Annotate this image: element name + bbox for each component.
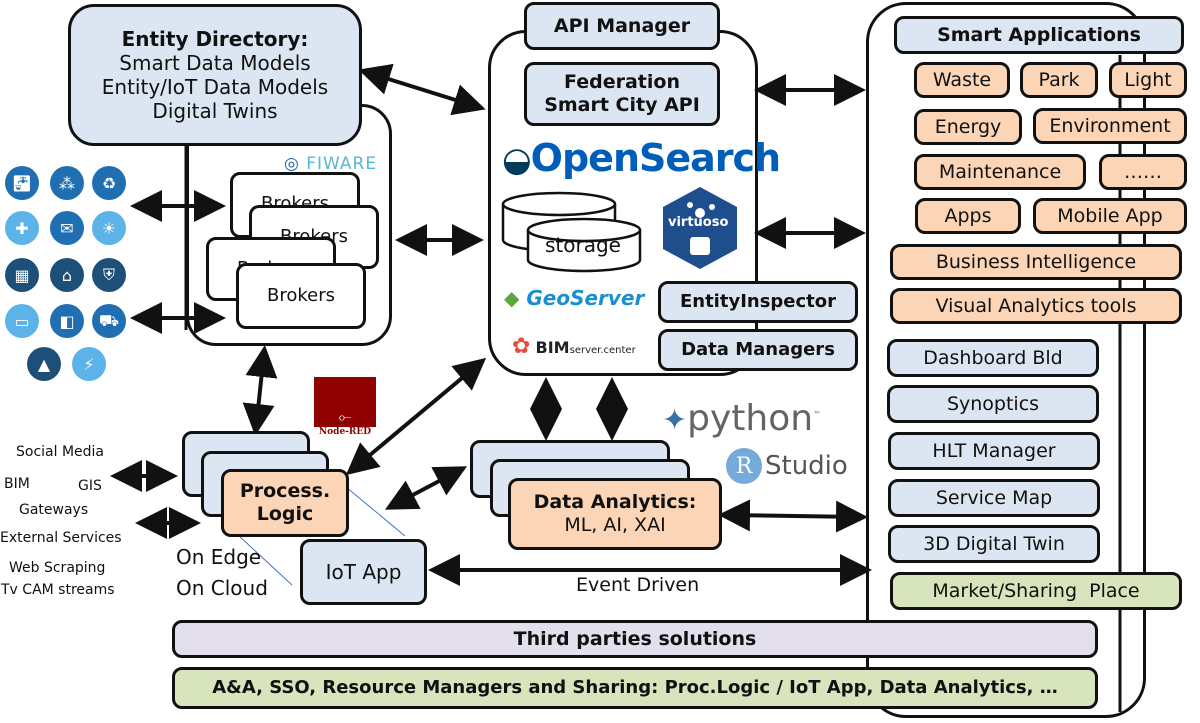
data-managers-box[interactable]: Data Managers [658,329,858,371]
tool-service-map[interactable]: Service Map [888,479,1100,517]
smart-home-icon: ⌂ [50,258,84,292]
graduation-cap-icon: ▲ [27,347,61,381]
node-red-flow-icon: ⟜ [338,407,352,426]
opensearch-logo: ◒OpenSearch [502,136,781,180]
api-manager-box[interactable]: API Manager [524,2,720,50]
source-gateways: Gateways [19,502,89,518]
app-park[interactable]: Park [1020,62,1098,98]
lightbulb-icon: ☀ [92,211,126,245]
laptop-icon: ▭ [5,304,39,338]
network-icon: ⁂ [50,166,84,200]
rstudio-r-icon: R [726,448,762,484]
visual-analytics-box[interactable]: Visual Analytics tools [890,288,1182,324]
source-external-services: External Services [0,530,122,546]
source-tv-cam-streams: Tv CAM streams [1,582,115,598]
on-edge-label: On Edge [176,545,262,569]
app-environment[interactable]: Environment [1033,108,1187,144]
aaa-sso-bar[interactable]: A&A, SSO, Resource Managers and Sharing:… [172,667,1098,709]
tool-3d-digital-twin[interactable]: 3D Digital Twin [888,525,1100,563]
storage-icon [501,191,642,273]
app-light[interactable]: Light [1109,62,1187,98]
app-waste[interactable]: Waste [914,62,1010,98]
opensearch-swirl-icon: ◒ [502,140,532,180]
bimserver-rings-icon: ✿ [512,334,531,359]
tool-synoptics[interactable]: Synoptics [887,385,1099,423]
arrow-analytics-apps [718,499,868,533]
recycle-icon: ♻ [92,166,126,200]
tool-hlt-manager[interactable]: HLT Manager [888,432,1100,470]
python-snake-icon: ✦ [662,403,688,438]
energy-bolt-icon: ⚡ [72,347,106,381]
arrow-core-process [345,357,487,476]
on-cloud-label: On Cloud [176,576,268,600]
entity-inspector-box[interactable]: EntityInspector [658,281,858,323]
node-red-logo: ⟜ Node-RED [314,377,376,437]
federation-api-box[interactable]: Federation Smart City API [524,62,720,126]
fiware-logo: ◎ FIWARE [284,154,378,174]
medical-kit-icon: ✚ [5,211,39,245]
globe-icon: ◆ [504,286,520,310]
source-gis: GIS [78,478,102,494]
entity-directory-line: Smart Data Models [119,51,311,75]
arrow-brokers-process [242,345,278,436]
app-maintenance[interactable]: Maintenance [914,154,1086,190]
virtuoso-label: virtuoso [668,215,729,230]
virtuoso-logo [663,187,737,269]
iot-app-box[interactable]: IoT App [300,539,427,605]
entity-directory-box[interactable]: Entity Directory: Smart Data Models Enti… [68,4,362,146]
broker-box[interactable]: Brokers [236,263,366,329]
smart-applications-title[interactable]: Smart Applications [894,16,1184,54]
source-bim: BIM [4,476,30,492]
entity-directory-line: Digital Twins [152,99,278,123]
building-icon: ▦ [5,258,39,292]
python-logo: ✦python™ [662,398,822,439]
storage-label: storage [545,233,621,257]
entity-directory-title: Entity Directory: [121,27,309,51]
bimserver-logo: ✿ BIMserver.center [512,334,636,359]
app-more[interactable]: …… [1099,154,1187,190]
source-web-scraping: Web Scraping [9,560,106,576]
smart-applications-container [866,2,1146,718]
source-social-media: Social Media [16,444,105,460]
car-icon: ⛟ [92,304,126,338]
fiware-swirl-icon: ◎ [284,154,300,174]
app-mobile-app[interactable]: Mobile App [1033,198,1187,234]
app-apps[interactable]: Apps [915,198,1021,234]
market-sharing-place-box[interactable]: Market/Sharing Place [890,572,1182,610]
data-analytics-box[interactable]: Data Analytics: ML, AI, XAI [508,478,722,550]
rstudio-logo: R Studio [726,448,848,484]
shield-icon: ⛨ [92,258,126,292]
geoserver-logo: ◆ GeoServer [504,286,645,310]
business-intelligence-box[interactable]: Business Intelligence [890,244,1182,280]
arrow-entitydir-core [358,63,486,116]
event-driven-label: Event Driven [576,574,700,596]
cctv-camera-icon: ◧ [50,304,84,338]
app-energy[interactable]: Energy [914,109,1022,145]
process-logic-box[interactable]: Process. Logic [221,469,349,537]
entity-directory-line: Entity/IoT Data Models [101,75,329,99]
faucet-icon: 🚰︎ [5,166,39,200]
arrow-process-analytics [384,466,468,510]
chat-icon: ✉ [50,211,84,245]
third-parties-bar[interactable]: Third parties solutions [172,620,1098,658]
tool-dashboard-bld[interactable]: Dashboard Bld [887,339,1099,377]
